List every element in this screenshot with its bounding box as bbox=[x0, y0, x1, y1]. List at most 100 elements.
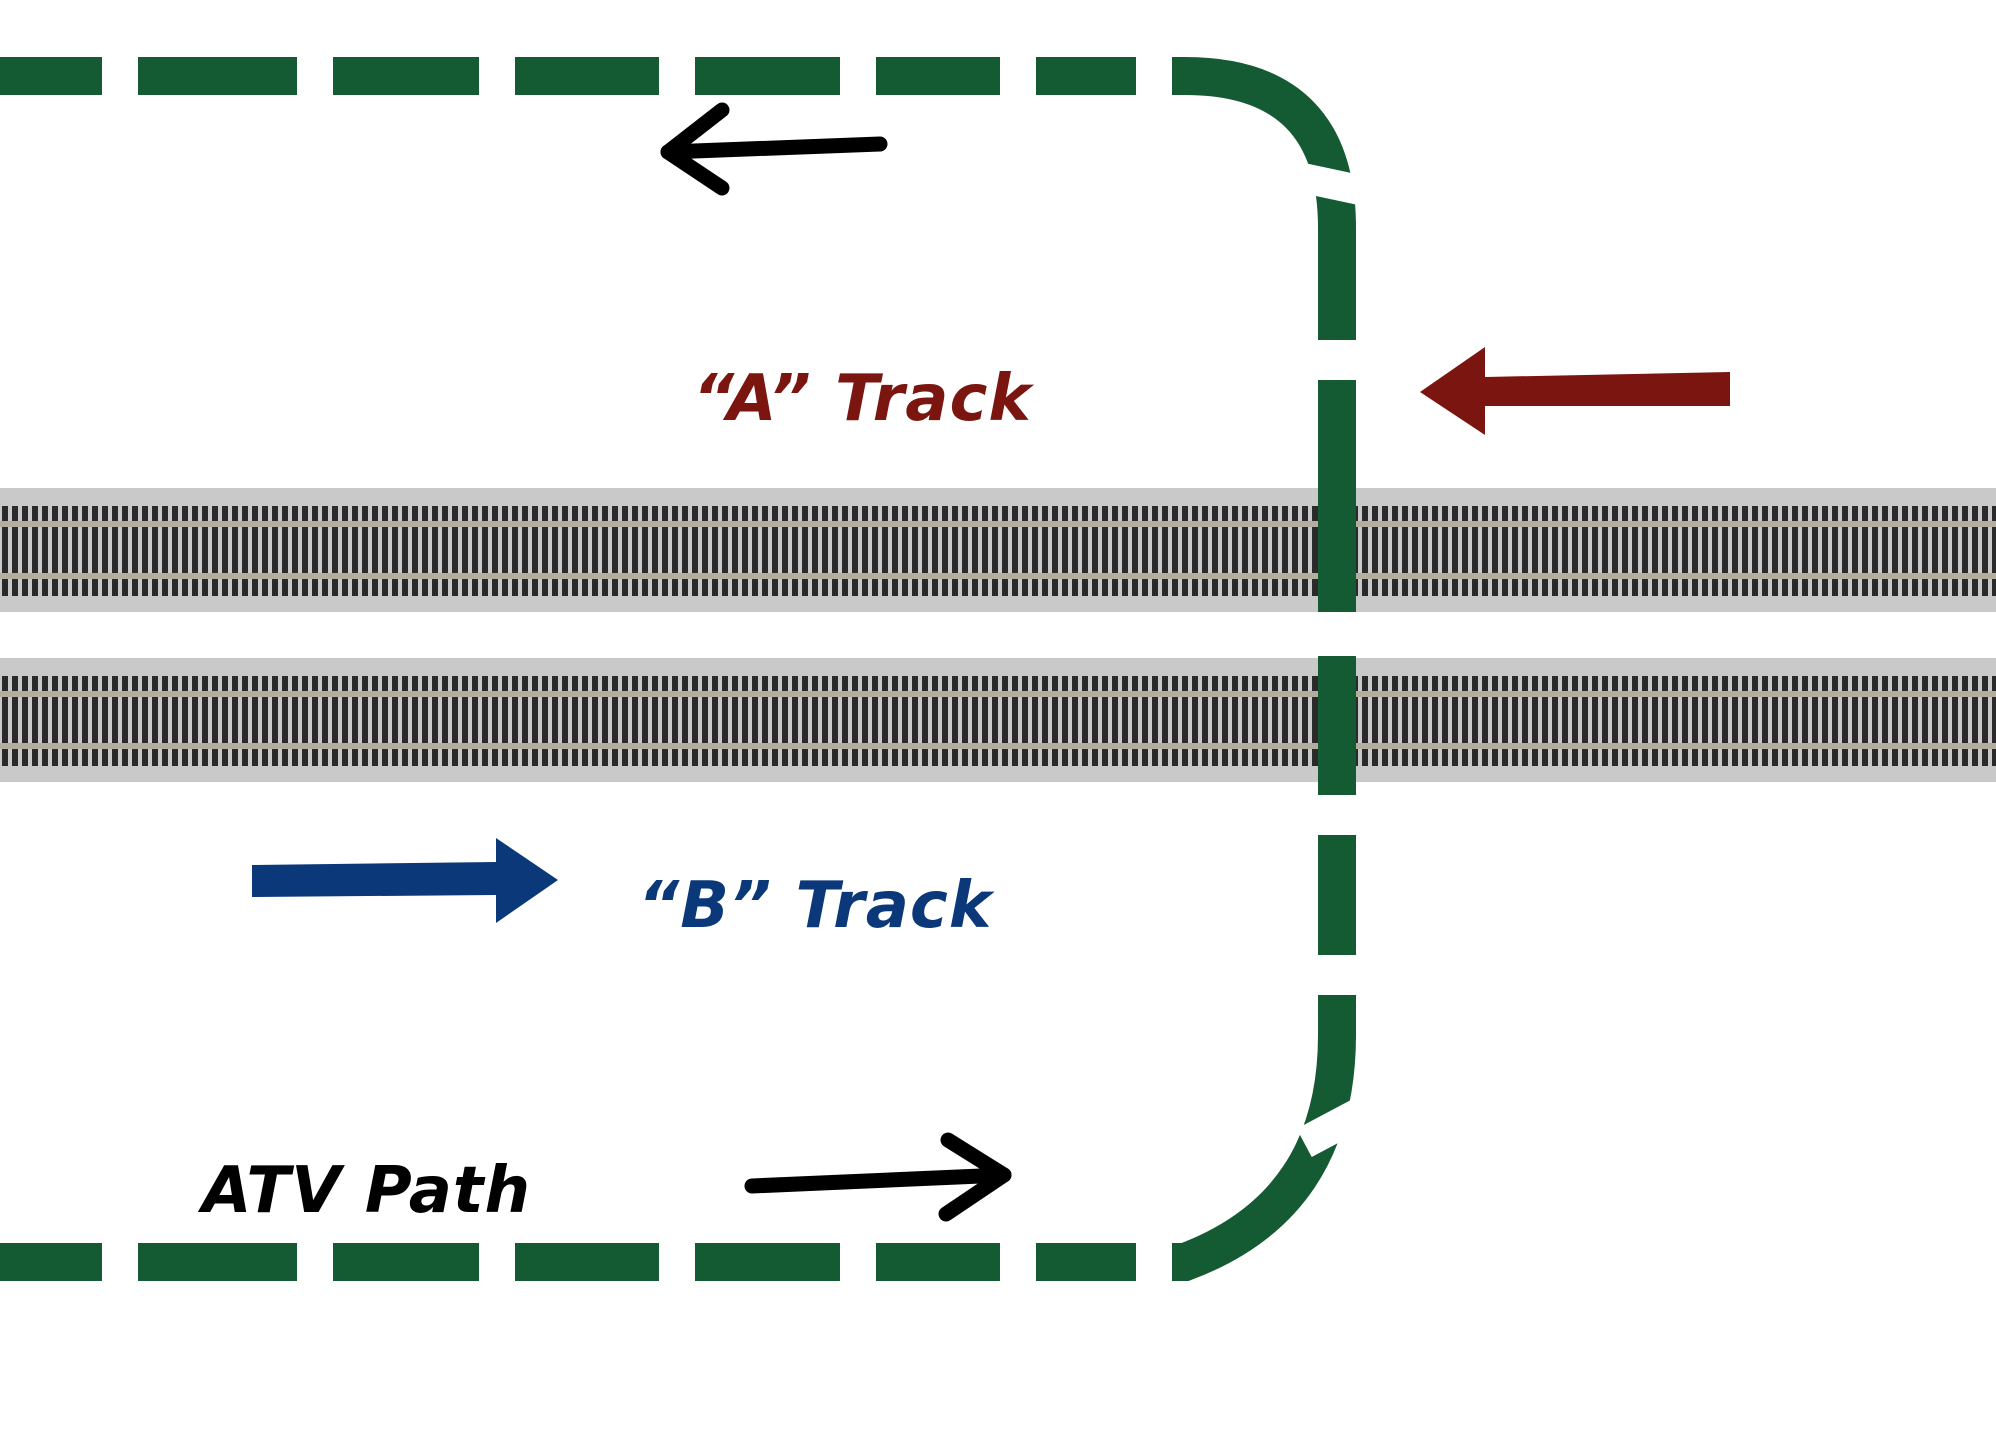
railroad-tie bbox=[412, 676, 418, 766]
railroad-tie bbox=[912, 676, 918, 766]
railroad-tie bbox=[632, 676, 638, 766]
railroad-tie bbox=[1062, 676, 1068, 766]
railroad-tie bbox=[1082, 676, 1088, 766]
railroad-tie bbox=[1712, 506, 1718, 596]
railroad-tie bbox=[1302, 506, 1308, 596]
railroad-tie bbox=[152, 676, 158, 766]
railroad-tie bbox=[1142, 676, 1148, 766]
railroad-tie bbox=[1652, 676, 1658, 766]
railroad-tie bbox=[1912, 676, 1918, 766]
railroad-tie bbox=[612, 506, 618, 596]
railroad-tie bbox=[302, 506, 308, 596]
railroad-tie bbox=[782, 676, 788, 766]
railroad-tie bbox=[652, 506, 658, 596]
railroad-tie bbox=[1732, 506, 1738, 596]
railroad-tie bbox=[1042, 676, 1048, 766]
railroad-tie bbox=[1392, 676, 1398, 766]
railroad-tie bbox=[1032, 506, 1038, 596]
railroad-tie bbox=[1242, 506, 1248, 596]
railroad-tie bbox=[972, 506, 978, 596]
railroad-tie bbox=[112, 506, 118, 596]
railroad-tie bbox=[772, 506, 778, 596]
railroad-tie bbox=[742, 676, 748, 766]
railroad-tie bbox=[1292, 676, 1298, 766]
railroad-tie bbox=[1412, 676, 1418, 766]
railroad-tie bbox=[1852, 676, 1858, 766]
railroad-tie bbox=[172, 506, 178, 596]
railroad-tie bbox=[1422, 676, 1428, 766]
railroad-tie bbox=[1132, 506, 1138, 596]
railroad-tie bbox=[1902, 506, 1908, 596]
railroad-tie bbox=[1542, 506, 1548, 596]
railroad-tie bbox=[102, 676, 108, 766]
railroad-tie bbox=[32, 506, 38, 596]
railroad-tie bbox=[92, 506, 98, 596]
railroad-tie bbox=[1642, 676, 1648, 766]
railroad-tie bbox=[92, 676, 98, 766]
railroad-tie bbox=[262, 676, 268, 766]
railroad-tie bbox=[1922, 676, 1928, 766]
railroad-tie bbox=[482, 506, 488, 596]
railroad-tie bbox=[1312, 676, 1318, 766]
railroad-tie bbox=[1752, 676, 1758, 766]
railroad-tie bbox=[1532, 676, 1538, 766]
railroad-tie bbox=[982, 676, 988, 766]
railroad-tie bbox=[322, 676, 328, 766]
railroad-tie bbox=[1172, 506, 1178, 596]
railroad-tie bbox=[1722, 506, 1728, 596]
railroad-tie bbox=[832, 506, 838, 596]
railroad-tie bbox=[1462, 676, 1468, 766]
railroad-tie bbox=[12, 506, 18, 596]
railroad-tie bbox=[1772, 676, 1778, 766]
railroad-tie bbox=[942, 506, 948, 596]
railroad-tie bbox=[442, 676, 448, 766]
railroad-tie bbox=[82, 676, 88, 766]
railroad-tie bbox=[862, 506, 868, 596]
railroad-tie bbox=[922, 676, 928, 766]
railroad-tie bbox=[122, 506, 128, 596]
railroad-tie bbox=[1942, 676, 1948, 766]
railroad-tie bbox=[972, 676, 978, 766]
railroad-tie bbox=[1282, 506, 1288, 596]
railroad-track-a bbox=[0, 488, 1996, 612]
railroad-tie bbox=[392, 506, 398, 596]
railroad-tie bbox=[242, 506, 248, 596]
railroad-tie bbox=[72, 676, 78, 766]
railroad-tie bbox=[1852, 506, 1858, 596]
railroad-tie bbox=[362, 676, 368, 766]
railroad-tie bbox=[992, 506, 998, 596]
track-b-rail-top bbox=[0, 691, 1996, 697]
railroad-tie bbox=[1262, 506, 1268, 596]
railroad-tie bbox=[1302, 676, 1308, 766]
railroad-tie bbox=[912, 506, 918, 596]
railroad-tie bbox=[1812, 676, 1818, 766]
railroad-tie bbox=[152, 506, 158, 596]
railroad-tie bbox=[112, 676, 118, 766]
railroad-tie bbox=[1182, 506, 1188, 596]
railroad-tie bbox=[82, 506, 88, 596]
railroad-tie bbox=[462, 506, 468, 596]
railroad-tie bbox=[1472, 676, 1478, 766]
railroad-tie bbox=[362, 506, 368, 596]
railroad-tie bbox=[1572, 676, 1578, 766]
railroad-tie bbox=[1732, 676, 1738, 766]
railroad-tie bbox=[1592, 676, 1598, 766]
railroad-tie bbox=[1072, 506, 1078, 596]
railroad-tie bbox=[1202, 676, 1208, 766]
railroad-tie bbox=[482, 676, 488, 766]
railroad-tie bbox=[882, 506, 888, 596]
railroad-tie bbox=[192, 676, 198, 766]
railroad-tie bbox=[492, 676, 498, 766]
railroad-tie bbox=[572, 676, 578, 766]
railroad-tie bbox=[1952, 676, 1958, 766]
railroad-tie bbox=[1842, 676, 1848, 766]
railroad-tie bbox=[1392, 506, 1398, 596]
railroad-tie bbox=[622, 676, 628, 766]
railroad-tie bbox=[1402, 506, 1408, 596]
railroad-tie bbox=[132, 506, 138, 596]
railroad-tie bbox=[552, 676, 558, 766]
railroad-tie bbox=[1742, 506, 1748, 596]
railroad-tie bbox=[502, 506, 508, 596]
railroad-tie bbox=[1922, 506, 1928, 596]
